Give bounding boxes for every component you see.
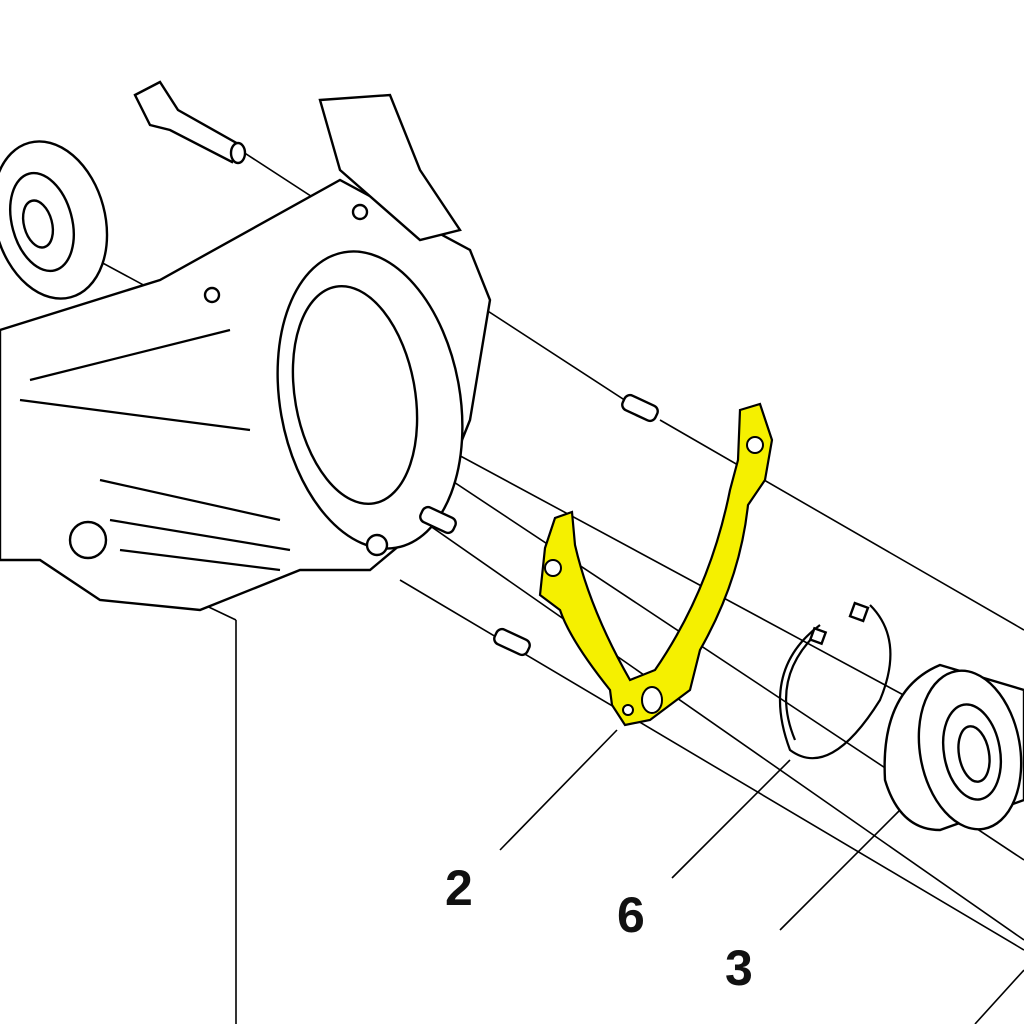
bolt [133,80,247,165]
gasket-part-2 [538,402,774,727]
callout-2: 2 [445,860,473,916]
gear-housing [0,93,492,612]
callout-3: 3 [725,940,753,996]
callout-6: 6 [617,887,645,943]
oil-seal [0,140,109,300]
dowel-pins [419,393,659,657]
circlip-part-6 [778,601,892,760]
bearing-part-3 [883,663,1024,832]
leader-lines [499,729,1024,1024]
